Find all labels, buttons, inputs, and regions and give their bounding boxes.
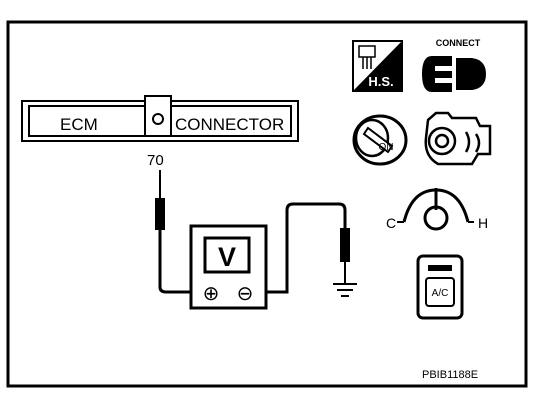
- test-lead-wire: [158, 202, 347, 294]
- figure-code: PBIB1188E: [422, 369, 478, 381]
- ground-symbol: [333, 283, 357, 297]
- connect-label: CONNECT: [436, 38, 481, 48]
- hs-icon: H.S.: [352, 40, 403, 92]
- connector-label-connector: CONNECTOR: [175, 115, 284, 134]
- engine-running-icon: [424, 111, 492, 166]
- ac-switch-icon: A/C: [416, 254, 464, 320]
- ignition-on-icon: ON: [352, 114, 408, 166]
- negative-probe: [340, 228, 350, 284]
- temperature-gauge-icon: C H: [386, 188, 488, 231]
- negative-terminal-symbol: ⊖: [237, 283, 254, 305]
- voltmeter-label: V: [218, 242, 236, 272]
- connector-terminal-icon: [152, 113, 164, 125]
- ignition-on-label: ON: [379, 142, 394, 153]
- connector-label-ecm: ECM: [60, 115, 98, 134]
- hs-label: H.S.: [368, 74, 393, 89]
- positive-probe: [155, 170, 165, 240]
- terminal-number: 70: [147, 152, 164, 169]
- ac-label: A/C: [432, 288, 449, 299]
- voltmeter-display: [203, 236, 251, 274]
- connect-icon: CONNECT: [422, 38, 486, 92]
- positive-terminal-symbol: ⊕: [203, 283, 220, 305]
- ecm-connector: ECM CONNECTOR: [21, 95, 299, 142]
- temp-cold-label: C: [386, 215, 396, 231]
- temp-hot-label: H: [478, 215, 488, 231]
- voltmeter: V ⊕ ⊖: [189, 224, 268, 310]
